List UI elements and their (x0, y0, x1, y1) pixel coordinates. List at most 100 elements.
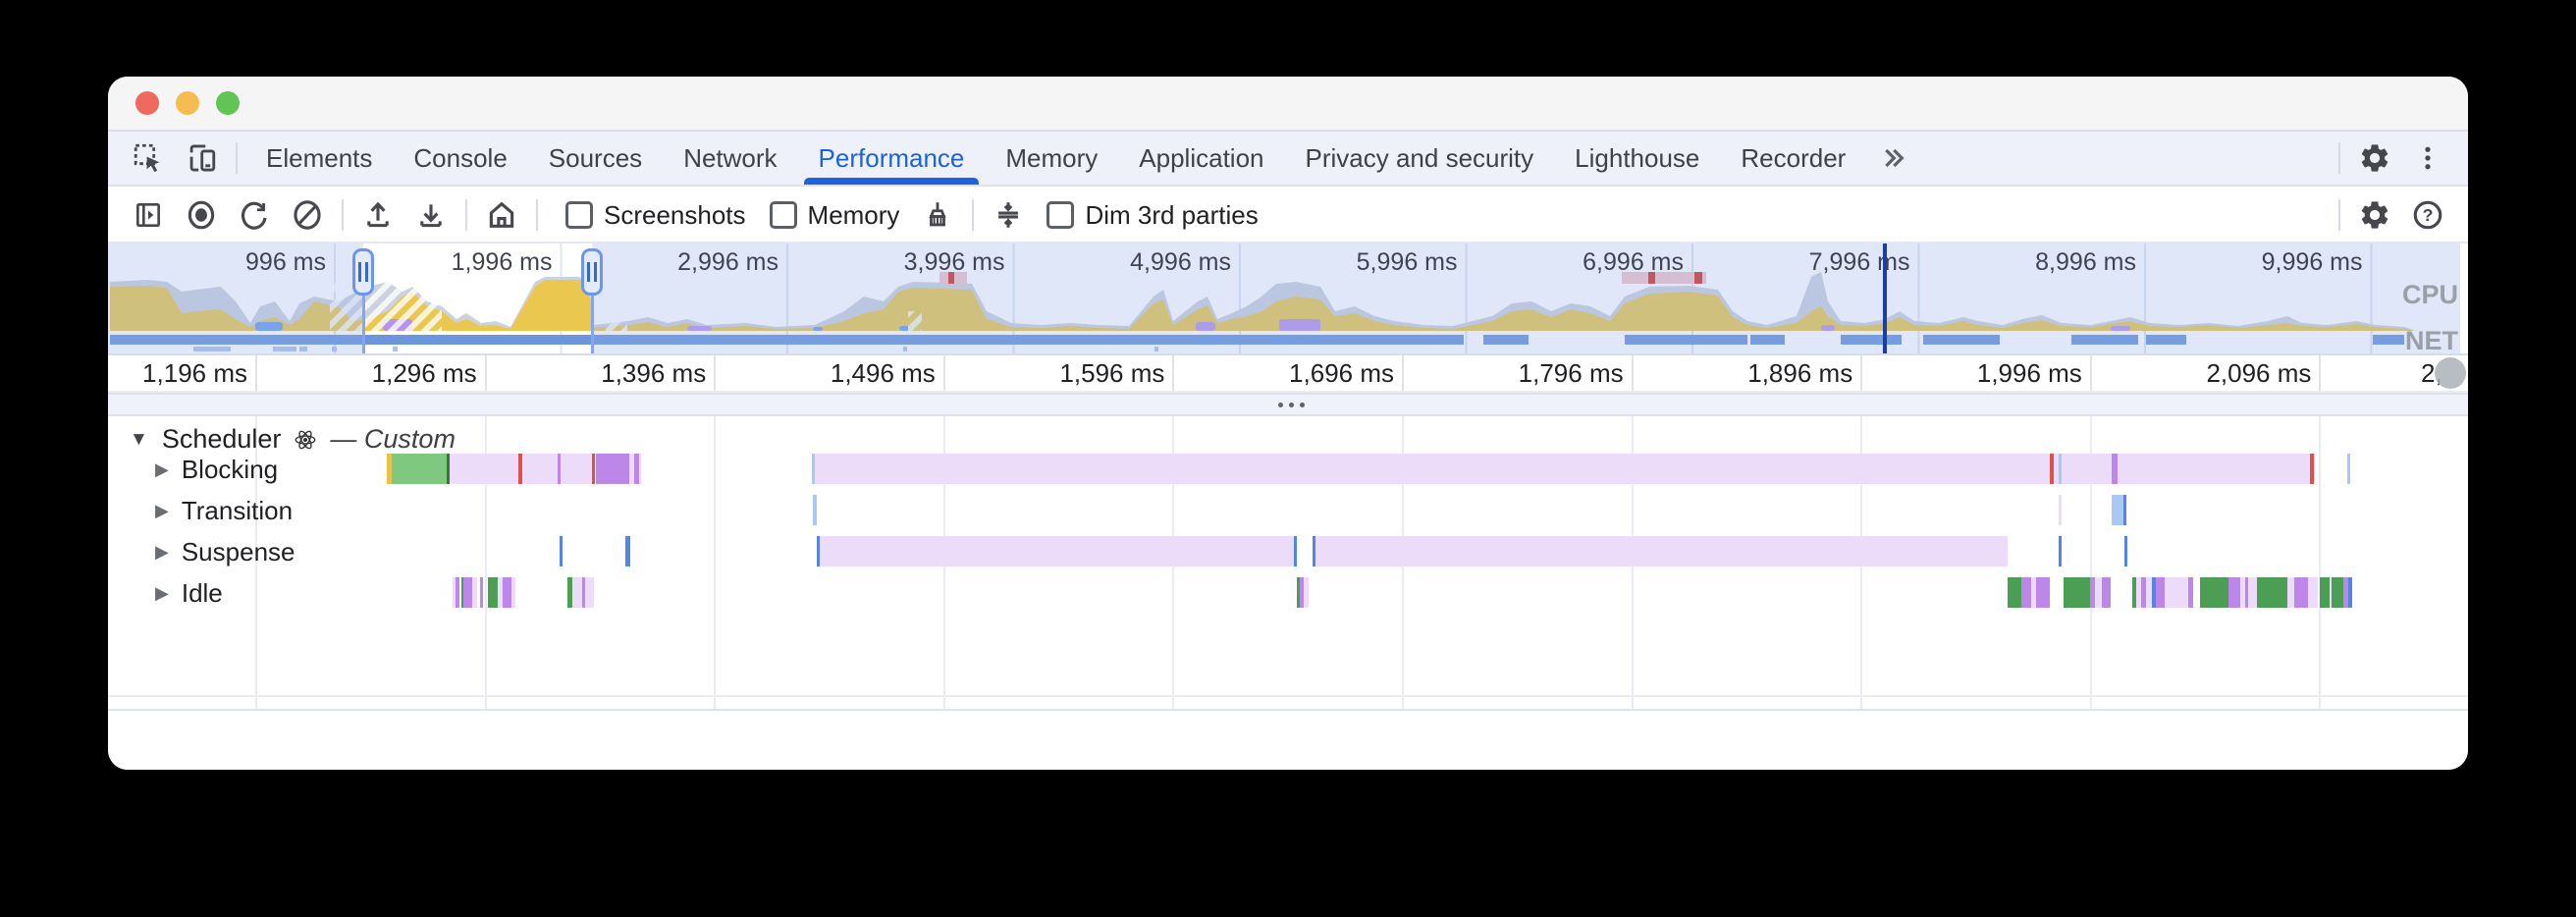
flame-bar[interactable] (1297, 577, 1300, 608)
flame-bar[interactable] (2090, 577, 2095, 608)
flame-bar[interactable] (2343, 577, 2348, 608)
flame-bar[interactable] (2165, 577, 2188, 608)
memory-checkbox[interactable]: Memory (769, 200, 899, 231)
flame-bar[interactable] (488, 577, 498, 608)
flame-bar[interactable] (2036, 577, 2050, 608)
flame-bar[interactable] (387, 454, 392, 484)
expand-triangle-icon[interactable]: ▶ (155, 583, 169, 603)
checkbox-box[interactable] (769, 201, 797, 229)
flame-bar[interactable] (2287, 577, 2294, 608)
flame-bar[interactable] (1315, 536, 2008, 566)
flame-bar[interactable] (472, 577, 477, 608)
flame-bar[interactable] (447, 454, 450, 484)
tab-application[interactable]: Application (1118, 132, 1284, 185)
tab-privacy-and-security[interactable]: Privacy and security (1285, 132, 1555, 185)
selection-handle-left[interactable] (352, 248, 374, 296)
flame-bar[interactable] (625, 536, 630, 566)
track-row-transition[interactable]: ▶Transition (155, 496, 293, 526)
track-row-suspense[interactable]: ▶Suspense (155, 537, 295, 567)
flame-bar[interactable] (511, 577, 515, 608)
settings-gear-icon[interactable] (2355, 138, 2394, 178)
flame-bar[interactable] (1304, 577, 1309, 608)
home-icon[interactable] (482, 195, 521, 235)
flame-bar[interactable] (2240, 577, 2245, 608)
track-header-scheduler[interactable]: ▼ Scheduler — Custom (130, 424, 456, 455)
inspect-element-icon[interactable] (129, 138, 168, 178)
flame-bar[interactable] (1294, 536, 1297, 566)
divider-drag-handle[interactable] (1278, 403, 1305, 407)
tab-performance[interactable]: Performance (798, 132, 986, 185)
flame-bar[interactable] (2294, 577, 2308, 608)
flame-bar[interactable] (817, 536, 820, 566)
collect-garbage-icon[interactable] (918, 195, 957, 235)
flame-bar[interactable] (572, 577, 582, 608)
flame-bar[interactable] (463, 577, 472, 608)
upload-profile-icon[interactable] (358, 195, 398, 235)
flame-bar[interactable] (2347, 454, 2350, 484)
flame-bar[interactable] (2059, 454, 2062, 484)
flame-bar[interactable] (2330, 577, 2332, 608)
flame-bar[interactable] (582, 577, 585, 608)
flame-bar[interactable] (2059, 536, 2062, 566)
flame-bar[interactable] (518, 454, 522, 484)
collapse-triangle-icon[interactable]: ▼ (130, 428, 148, 450)
close-button[interactable] (135, 91, 159, 115)
flame-bar[interactable] (813, 495, 817, 525)
download-profile-icon[interactable] (411, 195, 451, 235)
flame-bar[interactable] (2245, 577, 2248, 608)
scrollbar-knob[interactable] (2435, 357, 2466, 389)
flame-bar[interactable] (503, 577, 511, 608)
flame-bar[interactable] (453, 577, 456, 608)
help-icon[interactable]: ? (2408, 195, 2447, 235)
toggle-sidebar-icon[interactable] (129, 195, 168, 235)
flame-bar[interactable] (392, 454, 447, 484)
tab-lighthouse[interactable]: Lighthouse (1554, 132, 1720, 185)
flame-bar[interactable] (596, 454, 629, 484)
flame-chart-tracks[interactable]: ▼ Scheduler — Custom ▶Blocking ▶Transitio… (108, 416, 2468, 709)
flame-bar[interactable] (2320, 577, 2330, 608)
selection-handle-right[interactable] (581, 248, 603, 296)
collapse-sections-icon[interactable] (989, 195, 1028, 235)
track-row-blocking[interactable]: ▶Blocking (155, 455, 278, 485)
track-row-idle[interactable]: ▶Idle (155, 578, 223, 609)
checkbox-box[interactable] (1046, 201, 1075, 229)
tab-memory[interactable]: Memory (985, 132, 1118, 185)
overview-playhead[interactable] (1883, 243, 1887, 353)
flame-bar[interactable] (461, 577, 463, 608)
screenshots-checkbox[interactable]: Screenshots (565, 200, 746, 231)
minimize-button[interactable] (176, 91, 199, 115)
flame-bar[interactable] (817, 536, 1294, 566)
flame-bar[interactable] (456, 577, 459, 608)
flame-bar[interactable] (558, 454, 561, 484)
record-and-reload-icon[interactable] (235, 195, 274, 235)
flame-bar[interactable] (2095, 577, 2102, 608)
expand-triangle-icon[interactable]: ▶ (155, 459, 169, 479)
flame-bar[interactable] (2123, 495, 2126, 525)
flame-bar[interactable] (634, 454, 639, 484)
tab-console[interactable]: Console (393, 132, 527, 185)
flame-bar[interactable] (2050, 454, 2054, 484)
flame-bar[interactable] (567, 577, 572, 608)
flame-bar[interactable] (585, 577, 594, 608)
flame-bar[interactable] (812, 454, 815, 484)
expand-triangle-icon[interactable]: ▶ (155, 501, 169, 520)
flame-bar[interactable] (2188, 577, 2193, 608)
flame-bar[interactable] (2112, 495, 2123, 525)
flame-bar[interactable] (2308, 577, 2318, 608)
capture-settings-gear-icon[interactable] (2355, 195, 2394, 235)
flame-bar[interactable] (1313, 536, 1315, 566)
flame-bar[interactable] (2136, 577, 2141, 608)
device-toolbar-icon[interactable] (182, 138, 221, 178)
flame-bar[interactable] (2112, 454, 2118, 484)
tab-sources[interactable]: Sources (528, 132, 663, 185)
clear-icon[interactable] (288, 195, 327, 235)
flame-bar[interactable] (2248, 577, 2257, 608)
flame-bar[interactable] (2064, 577, 2090, 608)
flame-bar[interactable] (2141, 577, 2146, 608)
more-tabs-icon[interactable] (1873, 138, 1912, 178)
flame-bar[interactable] (2031, 577, 2036, 608)
flame-bar[interactable] (1300, 577, 1304, 608)
flame-bar[interactable] (2146, 577, 2152, 608)
record-icon[interactable] (182, 195, 221, 235)
